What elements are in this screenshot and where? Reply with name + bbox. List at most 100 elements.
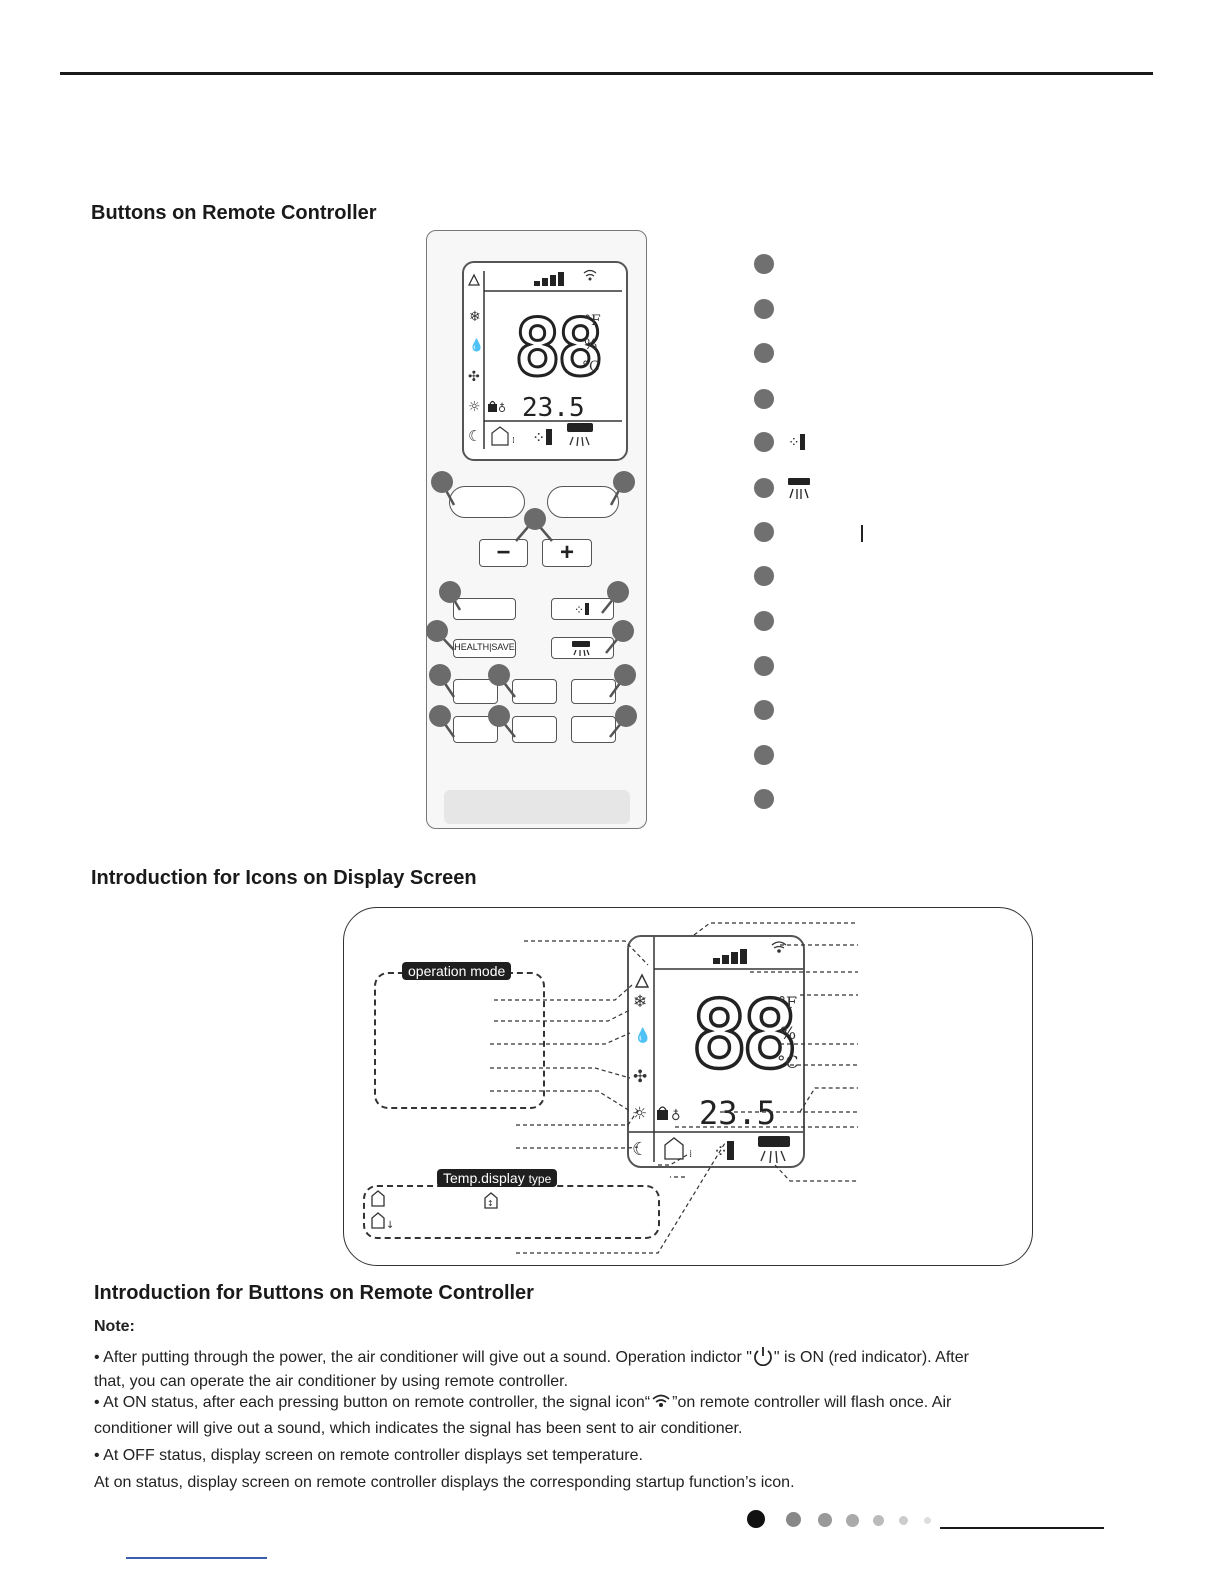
bullet-1-text-a: • After putting through the power, the a… <box>94 1349 752 1366</box>
svg-text:☾: ☾ <box>632 1139 648 1160</box>
svg-text:⁞: ⁞ <box>689 1149 692 1160</box>
page-dot-7 <box>924 1517 931 1524</box>
power-icon <box>753 1347 772 1367</box>
callout-8 <box>429 664 451 686</box>
callout-11 <box>429 705 451 727</box>
health-save-button[interactable]: HEALTH|SAVE <box>453 639 516 658</box>
section-title-icons: Introduction for Icons on Display Screen <box>91 867 477 889</box>
bullet-3: • At OFF status, display screen on remot… <box>94 1447 643 1464</box>
svg-text:☼: ☼ <box>632 1104 647 1124</box>
callout-9 <box>488 664 510 686</box>
legend-dot-8 <box>754 566 774 586</box>
note-label: Note: <box>94 1318 135 1335</box>
signal-icon <box>652 1394 670 1407</box>
mode-button[interactable] <box>547 486 619 518</box>
callout-1 <box>431 471 453 493</box>
unit-percent: % <box>780 1024 796 1044</box>
on-off-button[interactable] <box>449 486 525 518</box>
function-button-3[interactable] <box>571 679 616 704</box>
legend-dot-10 <box>754 656 774 676</box>
swing-up-down-button[interactable] <box>551 637 614 659</box>
callout-5 <box>607 581 629 603</box>
swing-left-right-icon: ⁘ <box>788 434 805 451</box>
callout-leaders <box>436 482 627 738</box>
callout-2 <box>613 471 635 493</box>
svg-text:⁞: ⁞ <box>512 436 515 446</box>
diagram-temp-small: 23.5 <box>699 1094 776 1132</box>
bullet-4: At on status, display screen on remote c… <box>94 1474 795 1491</box>
temp-display-tag: Temp.display type <box>437 1169 558 1187</box>
swing-up-down-icon <box>788 478 810 499</box>
legend-dot-4 <box>754 389 774 409</box>
separator-bar <box>861 525 863 542</box>
fan-button[interactable] <box>453 598 516 620</box>
operation-mode-tag: operation mode <box>402 962 512 980</box>
minus-button[interactable]: − <box>479 539 528 567</box>
temp-display-suffix: type <box>528 1172 552 1186</box>
bullet-1-text-b: " is ON (red indicator). After <box>773 1349 969 1366</box>
svg-text:♁: ♁ <box>671 1109 681 1124</box>
display-diagram-frame <box>343 907 1033 1266</box>
svg-text:⁘: ⁘ <box>574 603 584 617</box>
bullet-2-text-a: • At ON status, after each pressing butt… <box>94 1394 651 1411</box>
page-dot-2 <box>786 1512 801 1527</box>
legend-dot-13 <box>754 789 774 809</box>
svg-text:↕: ↕ <box>487 1199 494 1208</box>
swing-left-right-button[interactable]: ⁘ <box>551 598 614 620</box>
lcd-temp: 23.5 <box>522 393 585 423</box>
callout-10 <box>614 664 636 686</box>
svg-text:♁: ♁ <box>498 402 506 415</box>
callout-12 <box>488 705 510 727</box>
legend-dot-6 <box>754 478 774 498</box>
function-button-6[interactable] <box>571 716 616 743</box>
page-dot-3 <box>818 1513 832 1527</box>
diagram-lcd-icons: ❄ 💧 ✣ ☼ ☾ 88 °F % °C ♁ 23.5 ⁞ ⁘ <box>629 937 803 1164</box>
function-button-2[interactable] <box>512 679 557 704</box>
callout-13 <box>615 705 637 727</box>
svg-text:💧: 💧 <box>469 338 484 352</box>
callout-7 <box>612 620 634 642</box>
svg-text:☼: ☼ <box>468 399 481 415</box>
legend-dot-1 <box>754 254 774 274</box>
header-rule <box>60 72 1153 75</box>
bullet-1-line-2: that, you can operate the air conditione… <box>94 1373 569 1390</box>
function-button-5[interactable] <box>512 716 557 743</box>
callout-6 <box>426 620 448 642</box>
temp-display-icons: ↓ ↕ <box>371 1190 498 1231</box>
svg-text:%: % <box>584 337 597 353</box>
legend-dot-12 <box>754 745 774 765</box>
bullet-2-line-2: conditioner will give out a sound, which… <box>94 1420 743 1437</box>
svg-text:✣: ✣ <box>468 369 480 385</box>
function-button-4[interactable] <box>453 716 498 743</box>
legend-dot-7 <box>754 522 774 542</box>
function-button-1[interactable] <box>453 679 498 704</box>
svg-text:💧: 💧 <box>634 1027 651 1044</box>
unit-c: °C <box>777 1053 799 1073</box>
section-title-intro-buttons: Introduction for Buttons on Remote Contr… <box>94 1282 534 1304</box>
bullet-2-text-b: ”on remote controller will flash once. A… <box>672 1394 952 1411</box>
legend-dot-3 <box>754 343 774 363</box>
svg-text:☾: ☾ <box>468 427 481 445</box>
section-title-buttons: Buttons on Remote Controller <box>91 202 377 224</box>
swing-up-down-icon <box>572 641 590 657</box>
legend-dot-2 <box>754 299 774 319</box>
svg-text:↓: ↓ <box>386 1220 394 1231</box>
lcd-icons: ❄ 💧 ✣ ☼ ☾ 88 °F % °C ♁ 23.5 ⁞ ⁘ <box>467 269 622 449</box>
plus-button[interactable]: + <box>542 539 592 567</box>
footer-rule-left <box>126 1557 267 1559</box>
svg-text:❄: ❄ <box>469 309 481 325</box>
page-dot-4 <box>846 1514 859 1527</box>
bullet-1-line-1: • After putting through the power, the a… <box>94 1346 1064 1370</box>
temp-display-label: Temp.display <box>443 1170 525 1186</box>
svg-text:⁘: ⁘ <box>532 428 545 447</box>
footer-rule-right <box>940 1527 1104 1529</box>
diagram-leader-lines <box>490 922 858 1254</box>
diagram-lcd-screen: ❄ 💧 ✣ ☼ ☾ 88 °F % °C ♁ 23.5 ⁞ ⁘ <box>627 935 805 1168</box>
page-dot-6 <box>899 1516 908 1525</box>
svg-text:88: 88 <box>514 304 600 394</box>
callout-3 <box>524 508 546 530</box>
svg-text:❄: ❄ <box>633 992 647 1012</box>
remote-bottom <box>444 790 630 824</box>
unit-f: °F <box>778 993 797 1012</box>
remote-lcd-screen: ❄ 💧 ✣ ☼ ☾ 88 °F % °C ♁ 23.5 ⁞ ⁘ <box>462 261 628 461</box>
